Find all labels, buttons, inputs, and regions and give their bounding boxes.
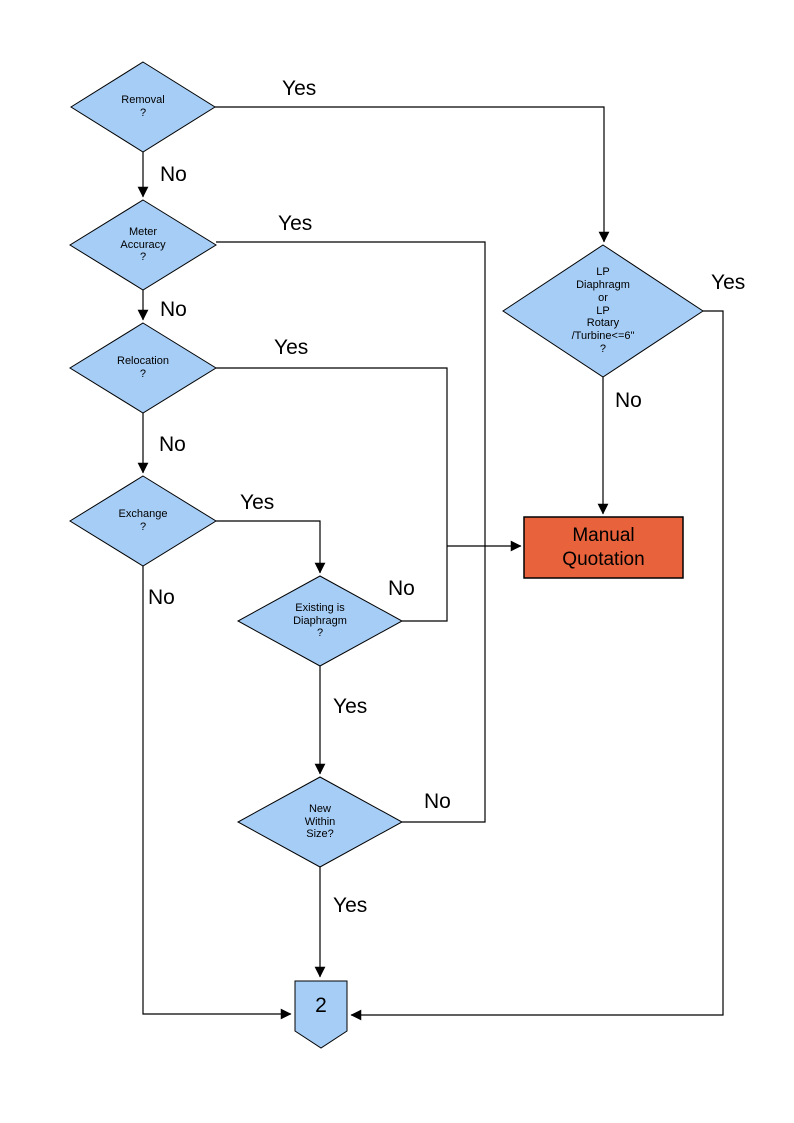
decision-meter-accuracy: [69, 199, 217, 291]
decision-removal: [70, 61, 216, 153]
edge-exchange-yes: [216, 520, 326, 574]
edge-lp-yes: [350, 310, 724, 1021]
edge-removal-yes: [215, 106, 610, 243]
edge-meter-yes-and-newsize-no: [216, 241, 486, 823]
process-manual-quotation: [523, 516, 684, 579]
decision-exchange: [69, 475, 217, 567]
decision-relocation: [69, 322, 217, 414]
decision-lp-meter-type: [502, 244, 704, 378]
edge-relocation-yes-and-existing-no: [216, 367, 448, 622]
offpage-connector-2: [294, 980, 348, 1049]
decision-new-within-size: [236, 776, 404, 868]
decision-existing-is-diaphragm: [236, 575, 404, 667]
edge-exchange-no: [142, 566, 292, 1020]
